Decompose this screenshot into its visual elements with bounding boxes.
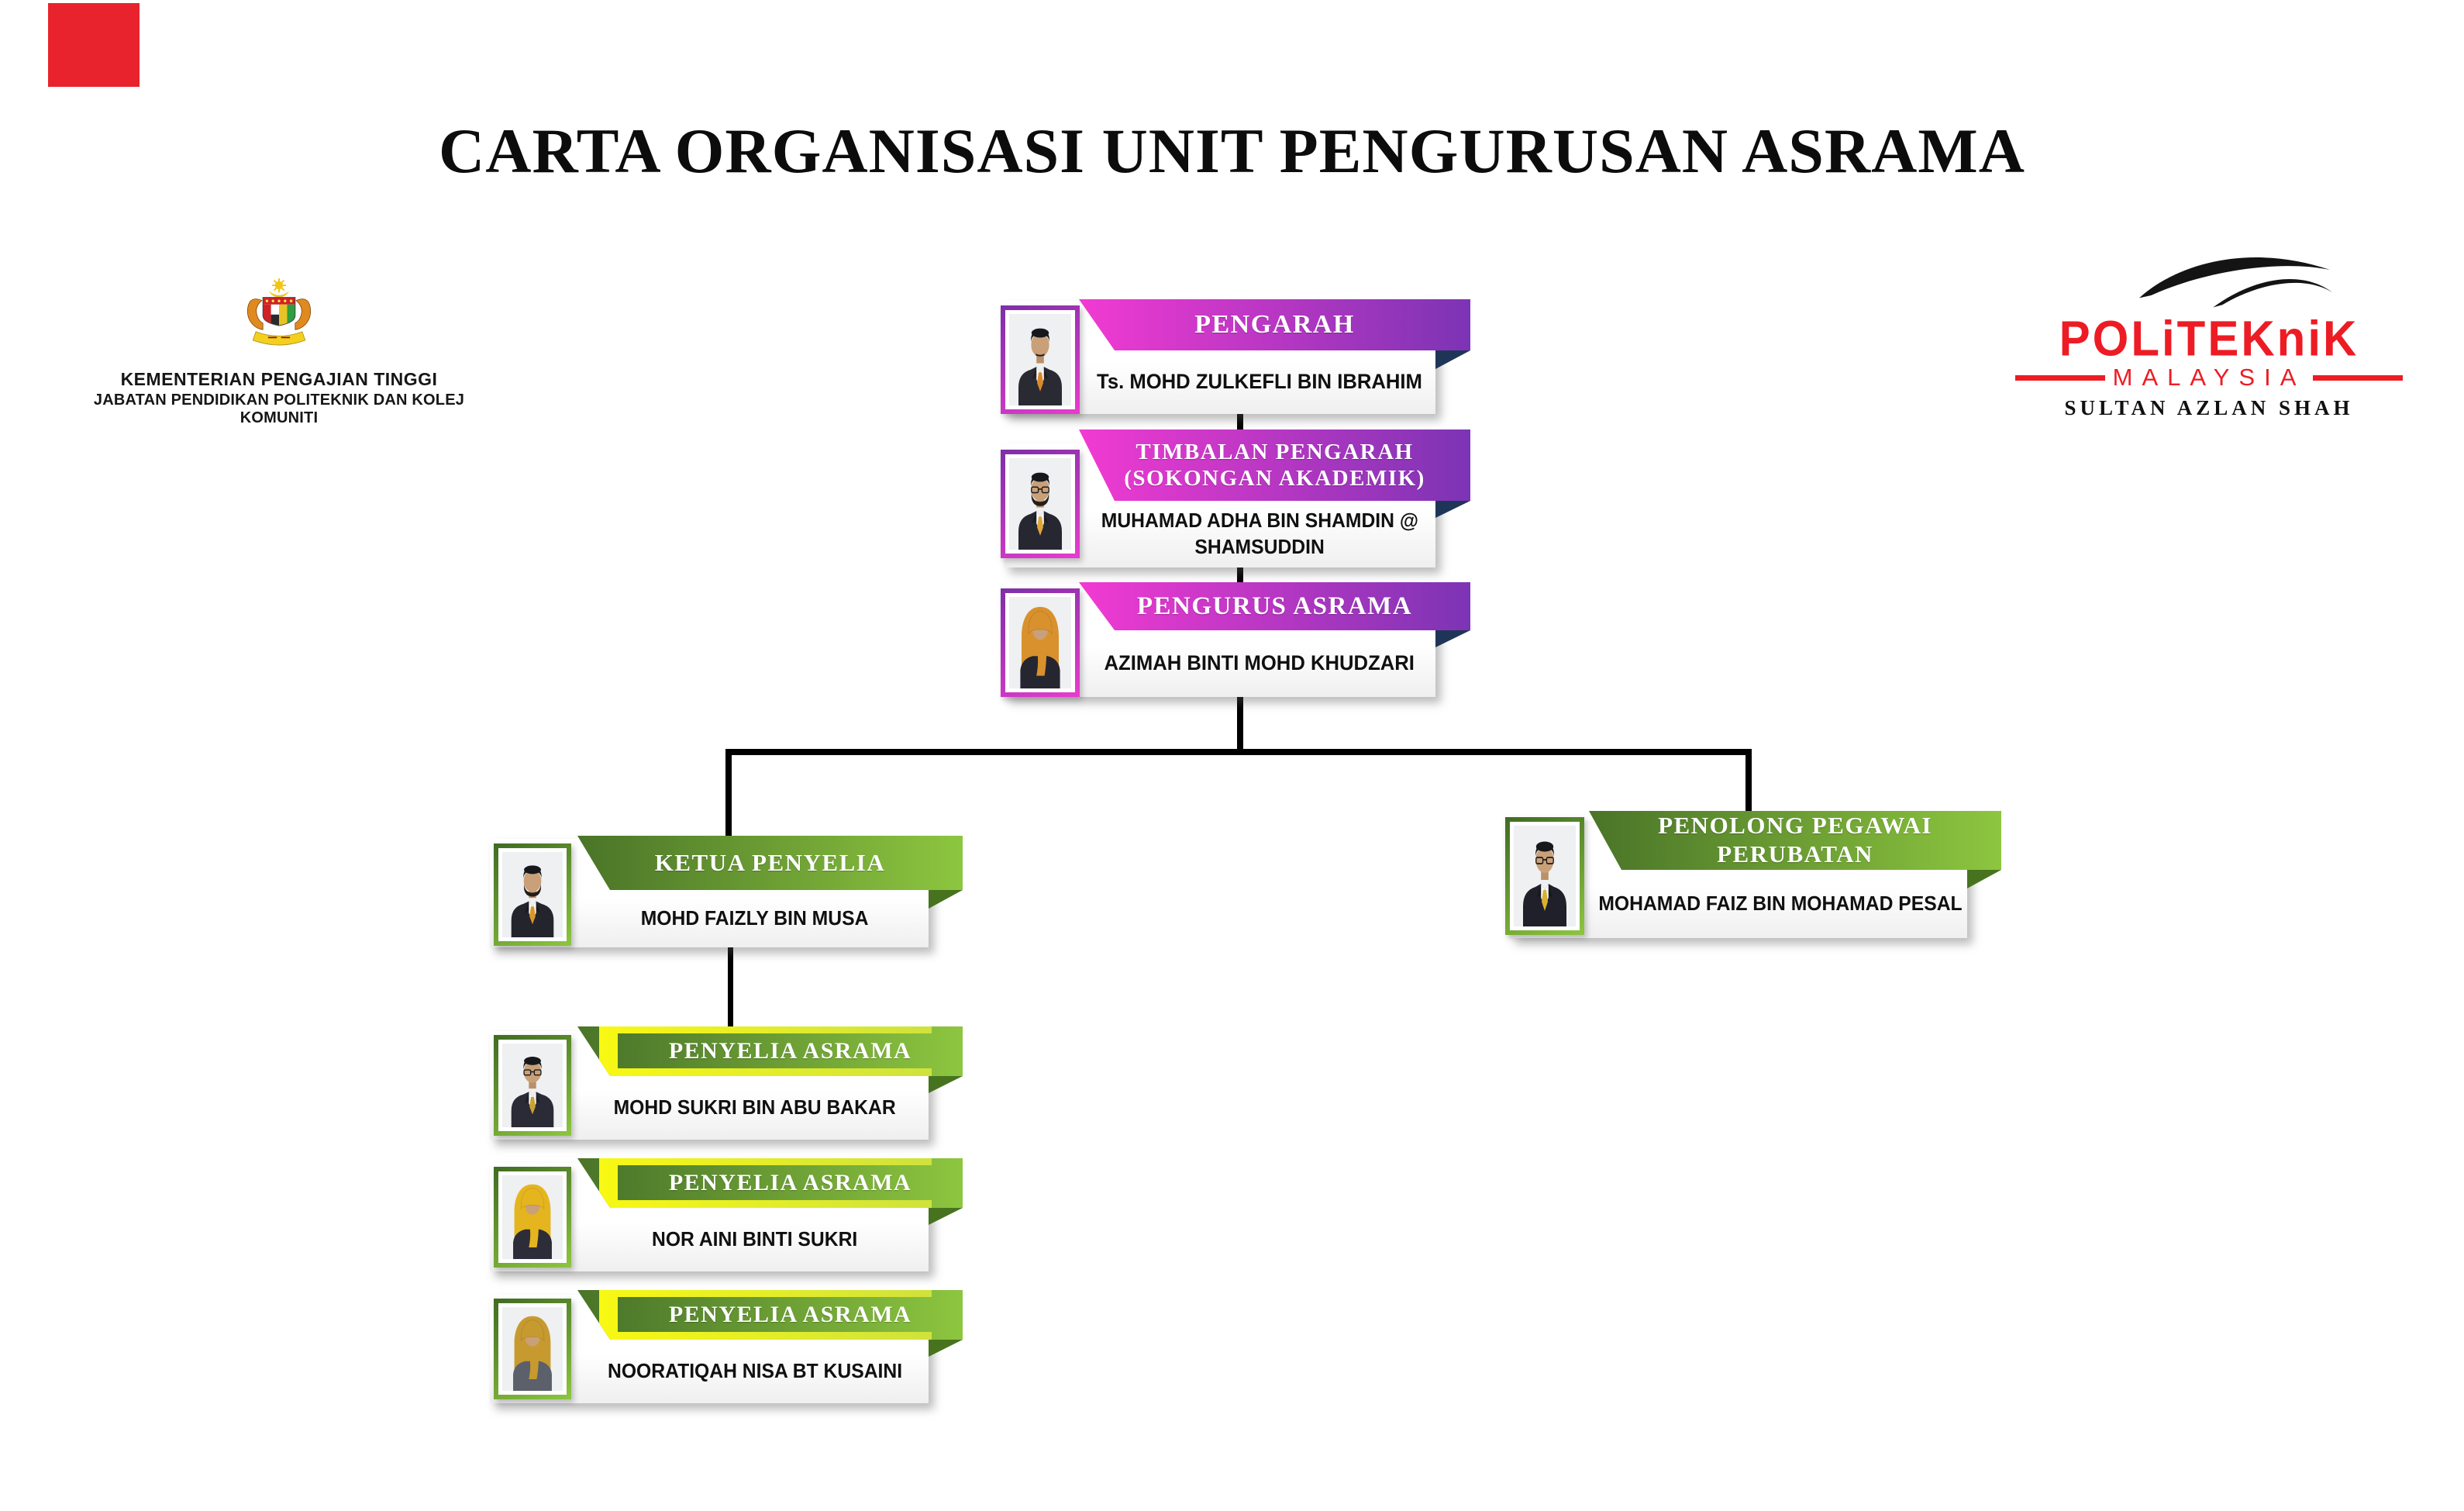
role-banner-inner: PENYELIA ASRAMA [618,1165,963,1200]
role-banner: PENOLONG PEGAWAI PERUBATAN [1589,811,2001,870]
ribbon-fold [929,890,963,909]
person-name: NOORATIQAH NISA BT KUSAINI [607,1359,903,1383]
connector-left-drop [725,749,732,839]
connector-ketua-drop [728,947,733,1028]
role-banner: PENGARAH [1079,299,1470,350]
person-name: MOHD SUKRI BIN ABU BAKAR [613,1095,897,1119]
ribbon-fold [1967,870,2001,888]
ribbon-fold [1435,630,1470,647]
photo-frame [1001,305,1080,414]
ribbon-fold [1435,350,1470,369]
person-name: Ts. MOHD ZULKEFLI BIN IBRAHIM [1097,370,1422,394]
role-banner: TIMBALAN PENGARAH (SOKONGAN AKADEMIK) [1079,429,1470,501]
ribbon-fold [929,1340,963,1357]
person-name: NOR AINI BINTI SUKRI [652,1227,858,1251]
person-photo [1514,826,1576,926]
page-title: CARTA ORGANISASI UNIT PENGURUSAN ASRAMA [439,116,2025,186]
photo-frame [1505,817,1584,935]
photo-frame [494,1299,571,1399]
person-name: AZIMAH BINTI MOHD KHUDZARI [1104,651,1415,675]
ribbon-fold [929,1208,963,1225]
malaysia-coat-of-arms-icon [246,278,312,346]
photo-frame [494,843,571,946]
connector-right-drop [1745,749,1752,822]
role-title: PENYELIA ASRAMA [668,1037,912,1064]
role-banner-inner: PENYELIA ASRAMA [618,1033,963,1068]
red-rule-left [2015,374,2105,381]
person-photo [502,1307,563,1391]
role-banner: PENGURUS ASRAMA [1079,582,1470,630]
malaysia-label: MALAYSIA [2112,364,2306,391]
malaysia-row: MALAYSIA [2015,364,2404,392]
role-title-line1: TIMBALAN PENGARAH [1136,439,1414,464]
ministry-line1: KEMENTERIAN PENGAJIAN TINGGI [120,369,438,389]
role-banner: PENYELIA ASRAMA [577,1026,963,1076]
person-photo [502,1044,563,1127]
ministry-line2: JABATAN PENDIDIKAN POLITEKNIK DAN KOLEJ … [93,392,465,426]
politeknik-wordmark: POLiTEKniK [2059,311,2359,367]
role-title-line2: (SOKONGAN AKADEMIK) [1124,466,1425,491]
ribbon-fold [1435,501,1470,518]
person-name-line2: SHAMSUDDIN [1194,535,1325,558]
role-title: PENYELIA ASRAMA [668,1301,912,1327]
person-photo [502,1175,563,1259]
person-photo [1009,458,1071,550]
connector-horizontal-bar [727,749,1752,755]
red-corner-mark [48,3,140,87]
ribbon-fold [929,1076,963,1093]
red-rule-right [2313,374,2404,381]
politeknik-logo: POLiTEKniK MALAYSIA SULTAN AZLAN SHAH [2015,250,2404,420]
role-title: KETUA PENYELIA [654,848,886,876]
ministry-block: KEMENTERIAN PENGAJIAN TINGGI JABATAN PEN… [54,270,504,427]
person-photo [1009,314,1071,405]
role-banner: PENYELIA ASRAMA [577,1158,963,1208]
photo-frame [1001,588,1080,697]
swoosh-icon [2138,257,2333,308]
role-title: PENYELIA ASRAMA [668,1169,912,1195]
role-banner: PENYELIA ASRAMA [577,1290,963,1340]
person-name-line1: MUHAMAD ADHA BIN SHAMDIN @ [1101,509,1418,533]
campus-label: SULTAN AZLAN SHAH [2064,396,2354,419]
photo-frame [494,1035,571,1136]
photo-frame [494,1167,571,1268]
person-name: MOHD FAIZLY BIN MUSA [641,906,869,930]
person-photo [1009,597,1071,688]
role-banner-inner: PENYELIA ASRAMA [618,1297,963,1332]
role-title: PENGURUS ASRAMA [1136,592,1413,620]
person-photo [502,852,563,937]
role-banner: KETUA PENYELIA [577,836,963,890]
role-title: PENOLONG PEGAWAI PERUBATAN [1658,812,1932,868]
photo-frame [1001,450,1080,558]
role-title: PENGARAH [1194,309,1355,339]
person-name: MOHAMAD FAIZ BIN MOHAMAD PESAL [1597,892,1963,916]
